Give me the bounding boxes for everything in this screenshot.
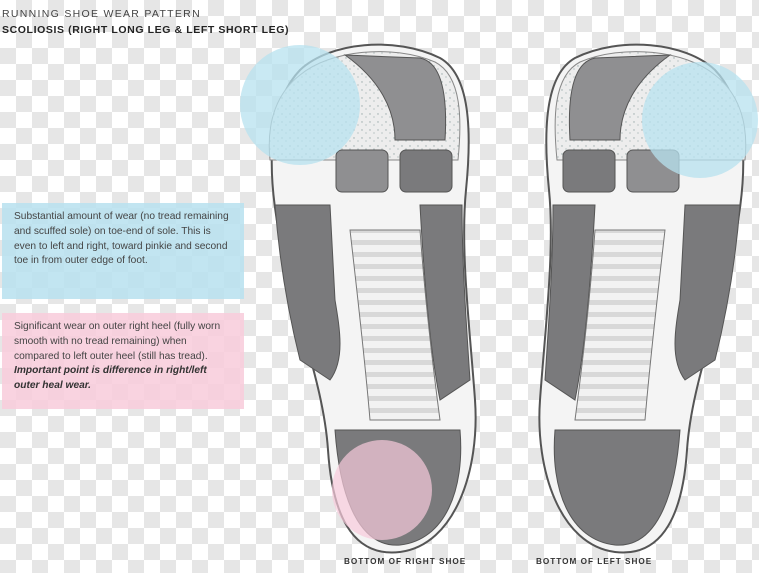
heel-wear-note: Significant wear on outer right heel (fu… [2, 313, 244, 409]
left-shoe-sole [538, 43, 758, 554]
right-shoe-midfoot-inner [419, 204, 471, 401]
diagram-title: RUNNING SHOE WEAR PATTERN [2, 8, 201, 20]
right-toe-wear-highlight [240, 45, 360, 165]
toe-wear-note: Substantial amount of wear (no tread rem… [2, 203, 244, 299]
left-toe-wear-highlight [642, 62, 758, 178]
right-shoe-pad-2 [399, 149, 453, 193]
right-shoe-pad-1 [335, 149, 389, 193]
right-shoe-caption: BOTTOM OF RIGHT SHOE [344, 557, 467, 566]
left-shoe-midfoot-inner [544, 204, 596, 401]
right-heel-wear-highlight [332, 440, 432, 540]
right-shoe-forefoot-tread [343, 54, 447, 141]
left-shoe-midfoot-outer [674, 204, 741, 381]
left-shoe-arch [574, 229, 666, 421]
left-shoe-forefoot-tread [568, 54, 672, 141]
diagram-subtitle: SCOLIOSIS (RIGHT LONG LEG & LEFT SHORT L… [2, 24, 290, 36]
left-shoe-caption: BOTTOM OF LEFT SHOE [536, 557, 653, 566]
right-shoe-sole [240, 43, 477, 554]
right-shoe-midfoot-outer [274, 204, 341, 381]
right-shoe-arch [349, 229, 441, 421]
left-shoe-pad-2 [562, 149, 616, 193]
toe-wear-text: Substantial amount of wear (no tread rem… [14, 211, 229, 267]
left-shoe-heel [553, 429, 681, 546]
heel-wear-emphasis: Important point is difference in right/l… [14, 365, 207, 392]
heel-wear-text: Significant wear on outer right heel (fu… [14, 321, 221, 362]
